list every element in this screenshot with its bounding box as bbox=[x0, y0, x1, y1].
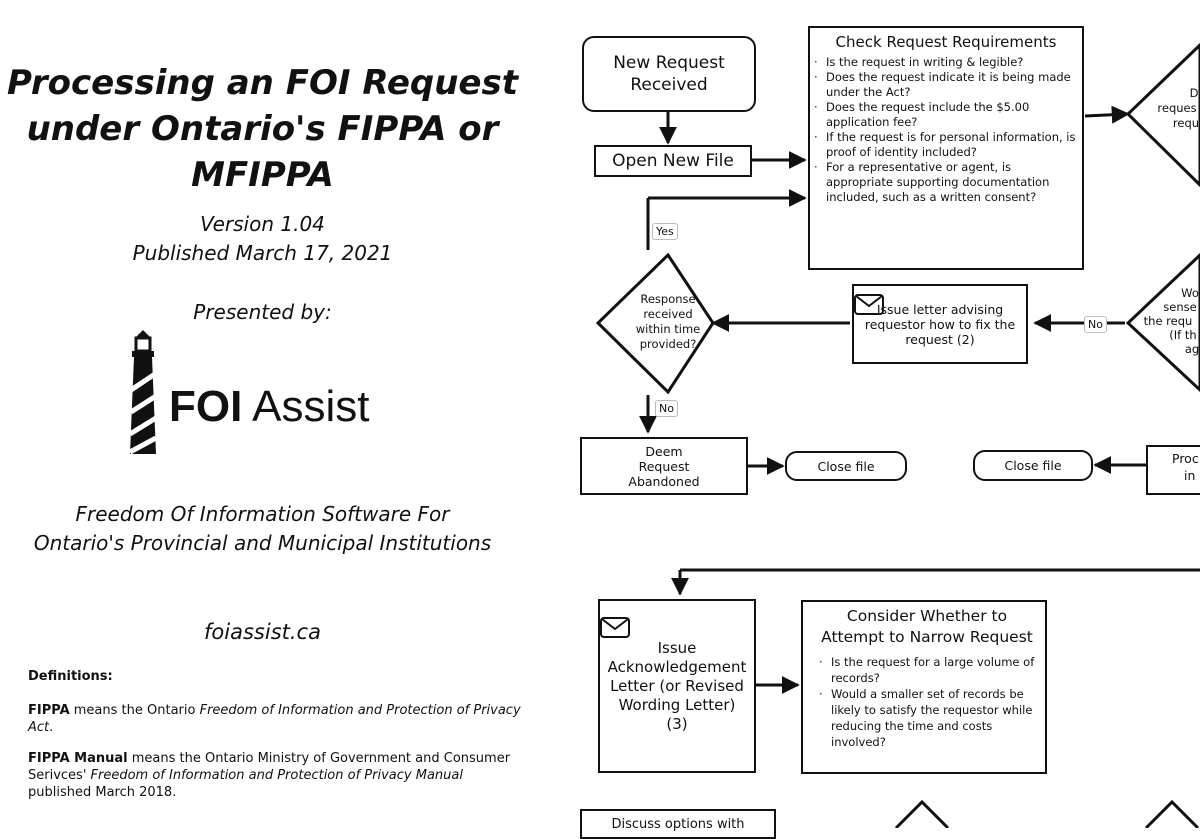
discuss-options-node: Discuss options with bbox=[580, 809, 776, 839]
check-requirements-list: Is the request in writing & legible? Doe… bbox=[810, 55, 1082, 205]
deem-abandoned-node: Deem Request Abandoned bbox=[580, 437, 748, 495]
foi-assist-logo: FOI Assist bbox=[125, 330, 405, 456]
narrow-request-node: Consider Whether to Attempt to Narrow Re… bbox=[801, 600, 1047, 774]
website-link[interactable]: foiassist.ca bbox=[204, 620, 321, 644]
published-date: Published March 17, 2021 bbox=[132, 241, 393, 265]
narrow-request-list: Is the request for a large volume of rec… bbox=[815, 654, 1039, 750]
issue-acknowledgement-label: Issue Acknowledgement Letter (or Revised… bbox=[607, 638, 747, 733]
no-label: No bbox=[655, 400, 678, 417]
lighthouse-icon bbox=[128, 330, 158, 455]
close-file-node: Close file bbox=[973, 450, 1093, 481]
issue-fix-letter-label: Issue letter advising requestor how to f… bbox=[864, 301, 1016, 347]
issue-fix-letter-node: Issue letter advising requestor how to f… bbox=[852, 284, 1028, 364]
decision-partial-top: D reques requ bbox=[1157, 86, 1200, 130]
envelope-icon bbox=[854, 294, 884, 315]
new-request-node: New Request Received bbox=[582, 36, 756, 112]
no-label: No bbox=[1084, 316, 1107, 333]
flowchart: New Request Received Open New File Check… bbox=[560, 0, 1200, 839]
definition-fippa-manual: FIPPA Manual means the Ontario Ministry … bbox=[28, 751, 511, 800]
version: Version 1.04 bbox=[200, 212, 325, 236]
narrow-request-title: Consider Whether to Attempt to Narrow Re… bbox=[821, 607, 1033, 646]
tagline: Freedom Of Information Software For Onta… bbox=[33, 502, 492, 555]
check-requirements-title: Check Request Requirements bbox=[835, 33, 1057, 51]
check-requirements-node: Check Request Requirements Is the reques… bbox=[808, 26, 1084, 270]
envelope-icon bbox=[600, 617, 630, 638]
list-item: Is the request in writing & legible? bbox=[814, 55, 1078, 70]
flowchart-connectors bbox=[595, 42, 1200, 828]
decision-partial-middle: Wo sense the requ (If th ag bbox=[1143, 286, 1200, 356]
list-item: If the request is for personal informati… bbox=[814, 130, 1078, 160]
list-item: For a representative or agent, is approp… bbox=[814, 160, 1078, 205]
definitions: Definitions: FIPPA means the Ontario Fre… bbox=[28, 668, 528, 815]
definition-fippa: FIPPA means the Ontario Freedom of Infor… bbox=[28, 703, 521, 735]
definitions-heading: Definitions: bbox=[28, 669, 113, 684]
list-item: Would a smaller set of records be likely… bbox=[819, 686, 1035, 750]
presented-by: Presented by: bbox=[193, 300, 332, 324]
list-item: Does the request include the $5.00 appli… bbox=[814, 100, 1078, 130]
intro-panel: Processing an FOI Request under Ontario'… bbox=[0, 0, 540, 828]
process-node-partial: Proc in bbox=[1146, 445, 1200, 495]
close-file-node: Close file bbox=[785, 451, 907, 481]
response-received-decision: Response received within time provided? bbox=[635, 292, 701, 351]
yes-label: Yes bbox=[652, 223, 678, 240]
issue-acknowledgement-node: Issue Acknowledgement Letter (or Revised… bbox=[598, 599, 756, 773]
list-item: Does the request indicate it is being ma… bbox=[814, 70, 1078, 100]
list-item: Is the request for a large volume of rec… bbox=[819, 654, 1035, 686]
open-file-node: Open New File bbox=[594, 145, 752, 177]
page-title: Processing an FOI Request under Ontario'… bbox=[7, 63, 518, 195]
logo-text: FOI Assist bbox=[169, 382, 370, 431]
